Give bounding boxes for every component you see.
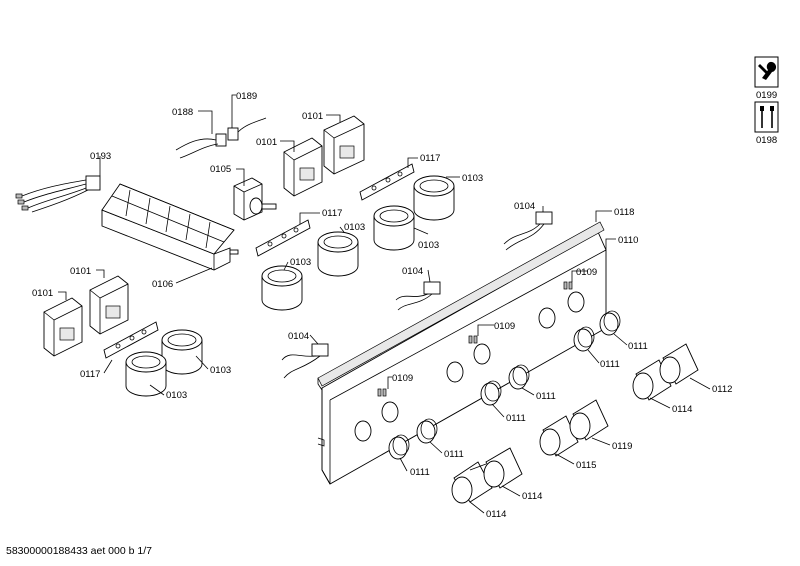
knob: [483, 447, 523, 489]
label-0111: 0111: [410, 467, 430, 478]
wrench-screwdriver-icon: 0199: [754, 56, 779, 101]
label-0193: 0193: [90, 151, 111, 162]
thermostat-cups: [125, 175, 455, 397]
control-panel: [317, 231, 607, 485]
lamp-holder: [395, 281, 441, 311]
label-0101: 0101: [302, 111, 323, 122]
label-0114: 0114: [486, 509, 506, 520]
lamp-holder: [281, 343, 329, 379]
cup: [261, 265, 303, 311]
label-0103: 0103: [418, 240, 439, 251]
label-0101: 0101: [256, 137, 277, 148]
knob-ring: [508, 364, 530, 390]
regulator: [283, 137, 323, 197]
knob: [659, 343, 699, 385]
label-0117: 0117: [420, 153, 440, 164]
label-0114: 0114: [522, 491, 542, 502]
document-id: 58300000188433 aet 000 b 1/7: [6, 545, 152, 557]
label-0103: 0103: [462, 173, 483, 184]
label-0106: 0106: [152, 279, 173, 290]
lamp-holders: [281, 211, 553, 379]
bracket: [255, 219, 311, 257]
label-0109: 0109: [392, 373, 413, 384]
label-0111: 0111: [536, 391, 556, 402]
label-0117: 0117: [80, 369, 100, 380]
mounting-brackets: [103, 163, 415, 359]
label-0103: 0103: [290, 257, 311, 268]
screws-icon: 0198: [754, 101, 779, 146]
control-knobs: [451, 343, 699, 504]
label-0104: 0104: [514, 201, 535, 212]
label-0103: 0103: [166, 390, 187, 401]
energy-regulators: [43, 115, 365, 357]
knob-ring: [416, 418, 438, 444]
label-0104: 0104: [402, 266, 423, 277]
icon-code-0199: 0199: [756, 90, 777, 101]
regulator: [323, 115, 365, 175]
bracket: [103, 321, 159, 359]
bracket: [359, 163, 415, 201]
label-0111: 0111: [628, 341, 648, 352]
label-0118: 0118: [614, 207, 634, 218]
label-0101: 0101: [70, 266, 91, 277]
indicator-lamps: [377, 281, 573, 397]
label-0103: 0103: [210, 365, 231, 376]
label-0111: 0111: [600, 359, 620, 370]
leader-lines: [58, 94, 711, 514]
regulator: [89, 275, 129, 335]
label-0114: 0114: [672, 404, 692, 415]
cup: [161, 329, 203, 375]
label-0112: 0112: [712, 384, 732, 395]
lamp-holder: [503, 211, 553, 251]
knob-rings: [388, 310, 621, 460]
knob: [451, 461, 493, 504]
terminal-block: [101, 183, 239, 271]
knob-ring: [480, 380, 502, 406]
label-0105: 0105: [210, 164, 231, 175]
label-0104: 0104: [288, 331, 309, 342]
regulator: [43, 297, 83, 357]
wire-connector: [175, 117, 267, 159]
cup: [373, 205, 415, 251]
knob-ring: [599, 310, 621, 336]
cup: [125, 351, 167, 397]
label-0111: 0111: [506, 413, 526, 424]
selector-switch: [233, 177, 277, 221]
cup: [413, 175, 455, 221]
label-0117: 0117: [322, 208, 342, 219]
label-0101: 0101: [32, 288, 53, 299]
knob: [569, 399, 609, 441]
trim-strip: [317, 221, 605, 391]
part-labels: 0188 0189 0193 0105 0101 0101 0117 0103 …: [32, 91, 732, 520]
knob-ring: [573, 326, 595, 352]
wire-harness: [15, 175, 101, 213]
knob: [539, 415, 579, 457]
label-0110: 0110: [618, 235, 638, 246]
label-0109: 0109: [576, 267, 597, 278]
label-0119: 0119: [612, 441, 632, 452]
cup: [317, 231, 359, 277]
label-0189: 0189: [236, 91, 257, 102]
label-0111: 0111: [444, 449, 464, 460]
label-0188: 0188: [172, 107, 193, 118]
label-0115: 0115: [576, 460, 596, 471]
knob-ring: [388, 434, 410, 460]
label-0103: 0103: [344, 222, 365, 233]
label-0109: 0109: [494, 321, 515, 332]
icon-code-0198: 0198: [756, 135, 777, 146]
